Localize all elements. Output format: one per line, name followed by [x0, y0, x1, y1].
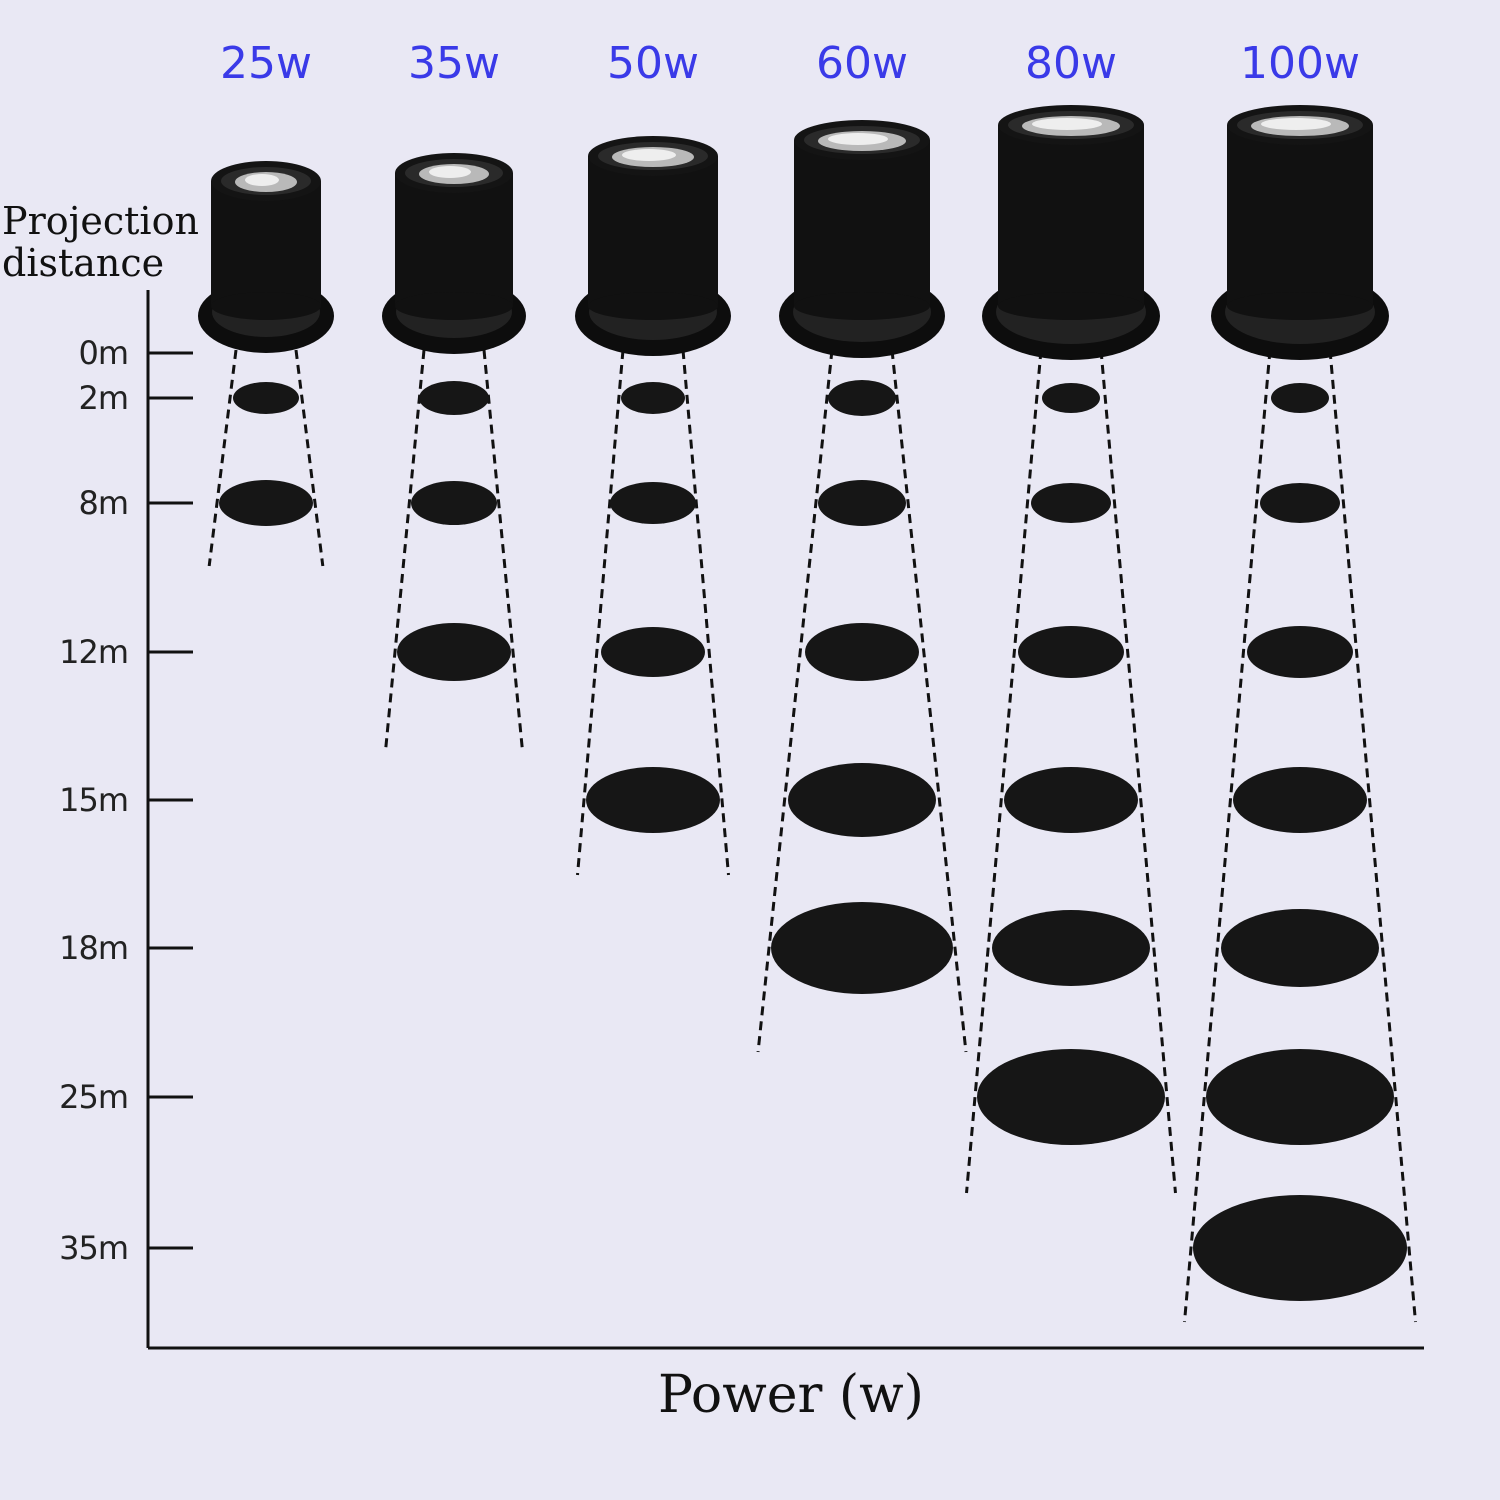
y-axis-title: Projection distance [2, 199, 199, 285]
beam-right-edge-100w [1328, 349, 1418, 1323]
light-spot-100w-25m [1206, 1049, 1394, 1145]
light-spot-80w-2m [1042, 383, 1100, 413]
light-spot-50w-2m [621, 382, 685, 414]
lamp-80w [982, 105, 1160, 360]
beam-left-edge-80w [965, 349, 1043, 1194]
tick-label-18m: 18m [59, 929, 129, 967]
power-label-50w: 50w [607, 38, 699, 89]
beam-right-edge-50w [681, 349, 730, 876]
lamp-35w [382, 153, 526, 354]
light-spot-80w-12m [1018, 626, 1124, 678]
tick-label-25m: 25m [59, 1078, 129, 1116]
light-spot-60w-15m [788, 763, 936, 837]
light-spot-60w-2m [828, 380, 896, 416]
light-spot-100w-15m [1233, 767, 1367, 833]
beam-right-edge-25w [294, 349, 325, 567]
light-spot-100w-8m [1260, 483, 1340, 523]
beam-left-edge-100w [1182, 349, 1272, 1323]
light-spot-35w-2m [419, 381, 489, 415]
light-spot-60w-12m [805, 623, 919, 681]
light-spot-80w-8m [1031, 483, 1111, 523]
tick-label-12m: 12m [59, 633, 129, 671]
power-label-80w: 80w [1025, 38, 1117, 89]
light-spot-100w-35m [1193, 1195, 1407, 1301]
beam-left-edge-60w [756, 349, 834, 1053]
power-label-100w: 100w [1240, 38, 1360, 89]
power-label-60w: 60w [816, 38, 908, 89]
tick-label-35m: 35m [59, 1229, 129, 1267]
light-spot-35w-8m [411, 481, 497, 525]
beam-right-edge-60w [890, 349, 968, 1053]
light-spot-50w-8m [610, 482, 696, 524]
light-spot-60w-8m [818, 480, 906, 526]
beam-left-edge-35w [383, 349, 426, 753]
light-spot-25w-2m [233, 382, 299, 414]
tick-label-8m: 8m [78, 484, 129, 522]
light-spot-100w-2m [1271, 383, 1329, 413]
light-spot-80w-15m [1004, 767, 1138, 833]
beam-left-edge-50w [576, 349, 625, 876]
light-spot-100w-12m [1247, 626, 1353, 678]
lamp-25w [198, 161, 334, 353]
light-spot-80w-18m [992, 910, 1150, 986]
x-axis-title: Power (w) [658, 1365, 924, 1425]
tick-label-15m: 15m [59, 781, 129, 819]
tick-label-2m: 2m [78, 379, 129, 417]
lamp-50w [575, 136, 731, 356]
beam-right-edge-35w [482, 349, 525, 753]
tick-label-0m: 0m [78, 334, 129, 372]
beam-right-edge-80w [1099, 349, 1177, 1194]
lamp-100w [1211, 105, 1389, 360]
power-label-35w: 35w [408, 38, 500, 89]
light-spot-35w-12m [397, 623, 511, 681]
beam-left-edge-25w [207, 349, 238, 567]
lamp-60w [779, 120, 945, 358]
power-label-25w: 25w [220, 38, 312, 89]
light-spot-80w-25m [977, 1049, 1165, 1145]
light-spot-100w-18m [1221, 909, 1379, 987]
light-spot-60w-18m [771, 902, 953, 994]
light-spot-50w-12m [601, 627, 705, 677]
light-spot-50w-15m [586, 767, 720, 833]
light-spot-25w-8m [219, 480, 313, 526]
